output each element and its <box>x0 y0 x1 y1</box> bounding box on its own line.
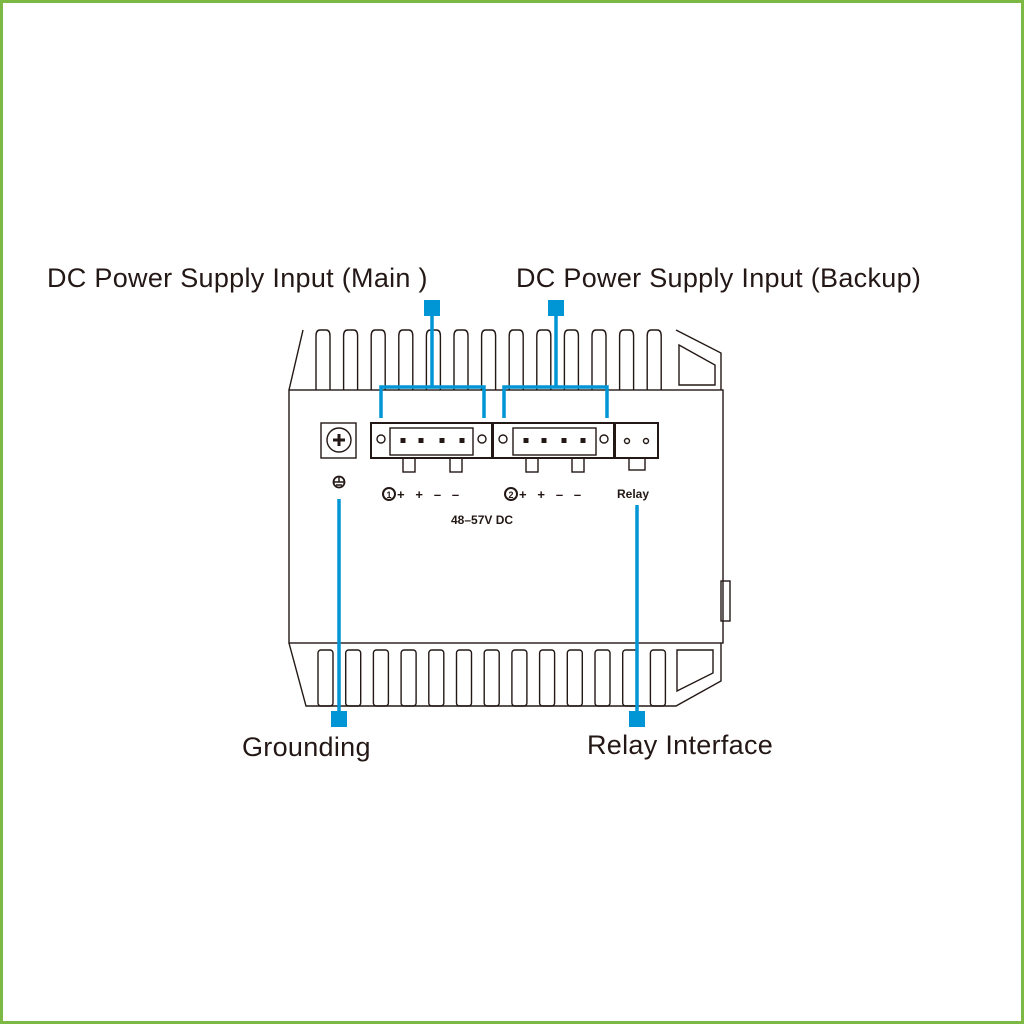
heatsink-fin <box>646 329 662 390</box>
heatsink-fin <box>566 649 583 707</box>
terminal-pin <box>523 438 529 443</box>
heatsink-fin <box>563 329 580 390</box>
terminal-pin <box>400 438 406 443</box>
grounding-callout-marker <box>331 711 347 727</box>
heatsink-fin <box>483 649 500 707</box>
heatsink-fin <box>511 649 528 707</box>
main-number: 1 <box>386 490 391 500</box>
device-body <box>288 389 724 644</box>
backup-polarity-marks: + + – – <box>519 487 581 502</box>
heatsink-fin <box>453 329 469 390</box>
heatsink-fin <box>618 329 635 390</box>
bottom-heatsink-fins <box>317 649 667 707</box>
bottom-heatsink-left-edge <box>288 642 722 707</box>
backup-callout-marker <box>548 300 564 316</box>
relay-connector <box>614 422 659 471</box>
terminal-pin <box>418 438 424 443</box>
heatsink-fin <box>345 649 362 707</box>
backup-callout-line <box>502 313 609 418</box>
heatsink-fin <box>400 649 417 707</box>
main-callout-marker <box>424 300 440 316</box>
heatsink-fin <box>591 329 607 390</box>
ground-screw <box>320 422 357 459</box>
heatsink-fin <box>398 329 414 390</box>
main-polarity-marks: + + – – <box>397 487 459 502</box>
heatsink-fin <box>317 649 334 707</box>
label-grounding: Grounding <box>242 732 371 762</box>
device-drawing: 1 2 + + – – + + – – Relay 48–57V DC <box>288 300 731 727</box>
heatsink-fin <box>455 649 473 707</box>
ground-symbol-icon <box>332 475 346 489</box>
backup-number: 2 <box>508 490 513 500</box>
top-heatsink-fins <box>315 329 662 390</box>
bottom-heatsink-right-part <box>676 649 714 693</box>
main-number-circle <box>382 487 396 501</box>
heatsink-fin <box>370 329 386 390</box>
top-heatsink-right-part <box>675 329 722 390</box>
voltage-text: 48–57V DC <box>451 513 513 527</box>
side-port <box>720 580 731 622</box>
label-main-input: DC Power Supply Input (Main ) <box>47 263 428 293</box>
heatsink-fin <box>480 329 497 390</box>
heatsink-fin <box>428 649 445 707</box>
heatsink-fin <box>538 649 556 707</box>
terminal-pin <box>541 438 547 443</box>
label-relay-interface: Relay Interface <box>587 730 774 760</box>
heatsink-fin <box>649 649 667 707</box>
terminal-pin <box>459 438 465 443</box>
backup-number-circle <box>504 487 518 501</box>
heatsink-fin <box>594 649 611 707</box>
heatsink-fin <box>372 649 390 707</box>
heatsink-fin <box>536 329 552 390</box>
heatsink-fin <box>342 329 359 390</box>
heatsink-fin <box>315 329 331 390</box>
relay-callout-marker <box>629 711 645 727</box>
top-heatsink-left-edge <box>288 329 304 391</box>
label-backup-input: DC Power Supply Input (Backup) <box>516 263 922 293</box>
relay-text: Relay <box>617 487 649 501</box>
terminal-pin <box>439 438 445 443</box>
terminal-pin <box>580 438 586 443</box>
main-callout-line <box>379 313 486 418</box>
terminal-pin <box>561 438 567 443</box>
heatsink-fin <box>508 329 524 390</box>
